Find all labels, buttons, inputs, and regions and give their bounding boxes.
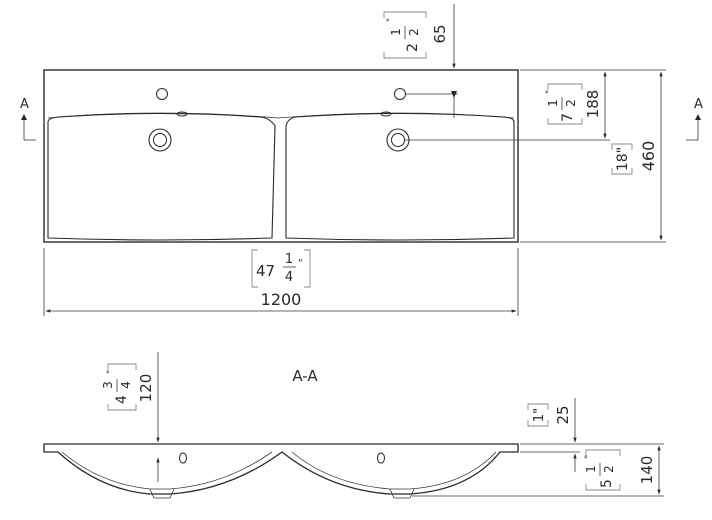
svg-text:2: 2 <box>405 43 421 52</box>
svg-text:5: 5 <box>599 479 615 488</box>
svg-text:A: A <box>20 97 29 112</box>
rim-dimension: 25 1" <box>520 398 580 472</box>
svg-text:4: 4 <box>114 395 130 404</box>
svg-text:A: A <box>694 97 703 112</box>
height-mm-label: 120 <box>137 374 155 403</box>
right-overflow-icon <box>380 111 392 117</box>
left-tap-hole-icon <box>156 88 168 100</box>
right-bowl <box>285 112 515 241</box>
bowl-depth-mm-label: 140 <box>638 456 656 485</box>
svg-text:1": 1" <box>532 408 547 422</box>
basin-outline <box>43 69 519 243</box>
svg-text:": " <box>106 370 116 374</box>
section-left-overflow-icon <box>179 452 187 464</box>
svg-text:1: 1 <box>285 252 293 267</box>
svg-text:2: 2 <box>564 99 578 107</box>
left-drain-icon <box>148 128 172 152</box>
svg-text:": " <box>298 258 303 269</box>
section-marker-right: A <box>686 97 703 141</box>
svg-text:7: 7 <box>560 113 576 122</box>
tap-offset-dimension: 65 2 1 2 " <box>383 4 458 118</box>
depth-dimension: 460 18" <box>520 69 666 243</box>
svg-text:2: 2 <box>602 465 616 473</box>
left-bowl <box>47 112 276 241</box>
svg-text:": " <box>545 90 555 94</box>
svg-text:": " <box>386 18 396 22</box>
svg-text:1: 1 <box>584 465 598 473</box>
width-mm-label: 1200 <box>261 290 302 309</box>
svg-text:2: 2 <box>407 28 421 36</box>
svg-text:4: 4 <box>119 381 133 389</box>
svg-text:18": 18" <box>615 147 631 171</box>
svg-text:47: 47 <box>256 262 275 280</box>
svg-text:": " <box>584 455 594 459</box>
section-right-overflow-icon <box>377 452 385 464</box>
section-title: A-A <box>292 367 318 385</box>
section-view <box>43 443 519 499</box>
svg-text:1: 1 <box>389 28 403 36</box>
top-view <box>43 69 519 243</box>
svg-text:4: 4 <box>285 270 293 285</box>
drain-offset-mm-label: 188 <box>584 90 602 119</box>
svg-text:1: 1 <box>546 99 560 107</box>
bowl-depth-dimension: 140 5 1 2 " <box>412 443 664 497</box>
left-overflow-icon <box>176 111 188 117</box>
tap-offset-mm-label: 65 <box>431 24 449 43</box>
width-dimension: 1200 47 1 4 " <box>43 248 519 316</box>
rim-mm-label: 25 <box>554 405 572 424</box>
svg-text:3: 3 <box>101 381 115 389</box>
height-dimension: 120 4 3 4 " <box>101 352 160 482</box>
depth-mm-label: 460 <box>639 141 658 172</box>
section-marker-left: A <box>20 97 36 141</box>
drain-offset-dimension: 188 7 1 2 " <box>405 71 610 141</box>
right-tap-hole-icon <box>394 88 406 100</box>
